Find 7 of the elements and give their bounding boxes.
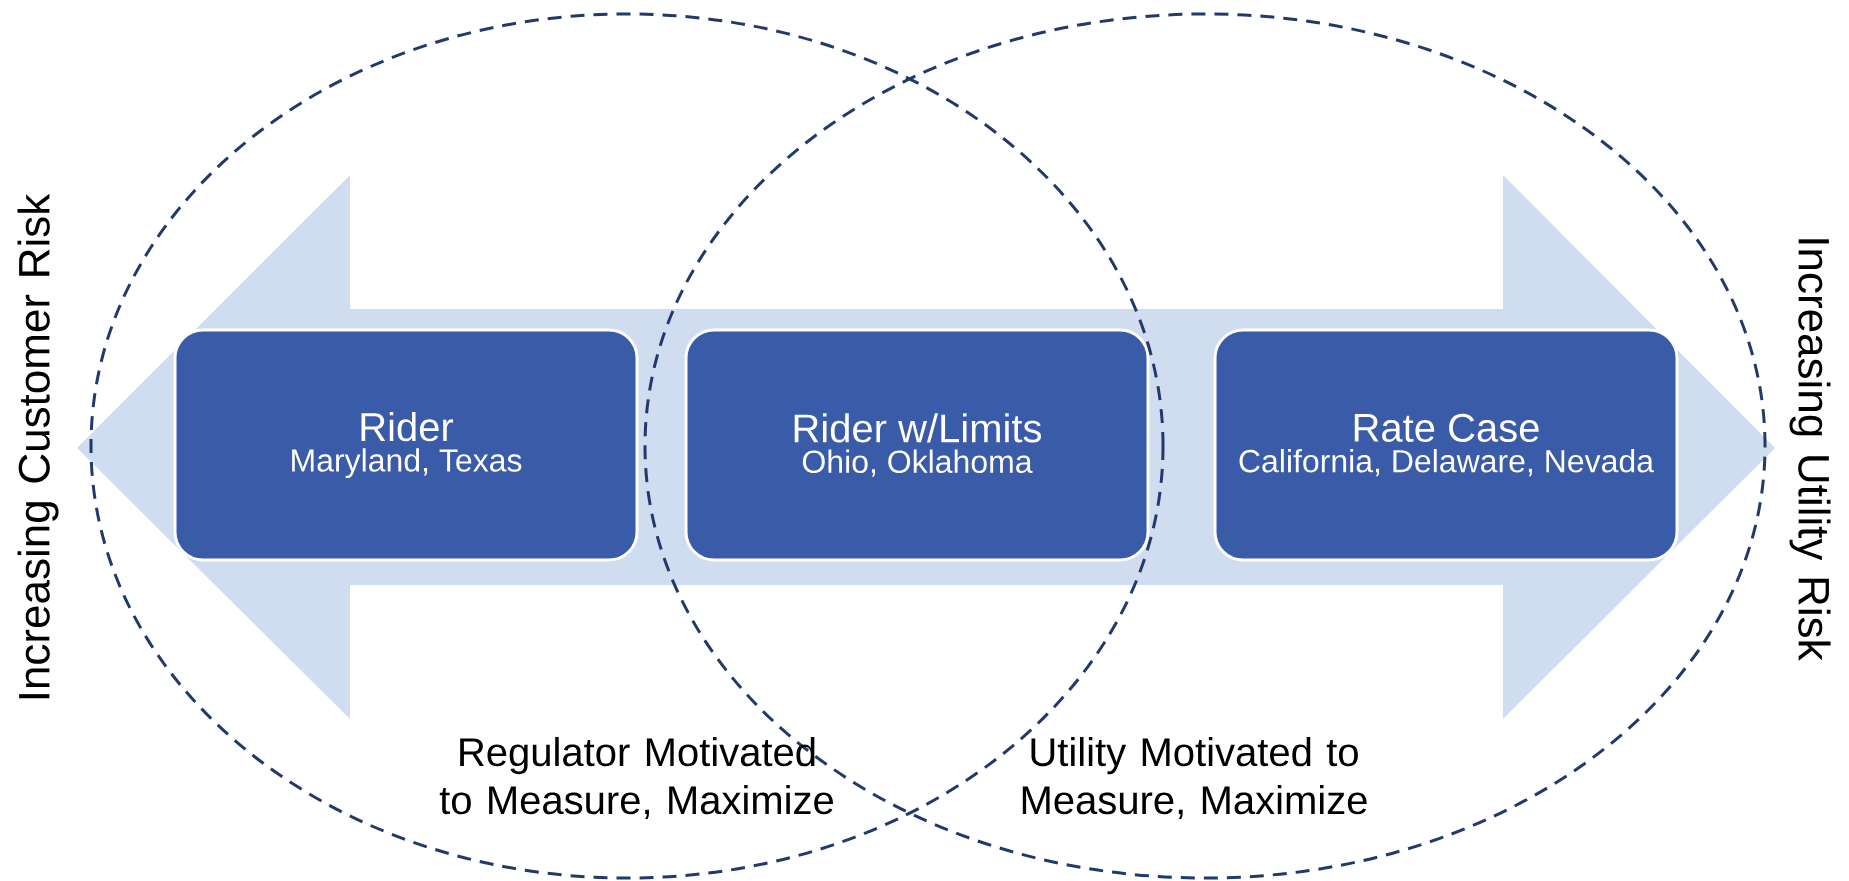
process-box: Rider w/Limits Ohio, Oklahoma (684, 328, 1150, 562)
axis-label: Increasing Utility Risk (1789, 239, 1831, 661)
process-box: Rider Maryland, Texas (173, 328, 639, 562)
process-box: Rate Case California, Delaware, Nevada (1213, 328, 1679, 562)
axis-label: Increasing Customer Risk (17, 193, 59, 699)
axis-label: Utility Motivated to Measure, Maximize (1022, 736, 1367, 820)
axis-label: Regulator Motivated to Measure, Maximize (439, 736, 833, 820)
